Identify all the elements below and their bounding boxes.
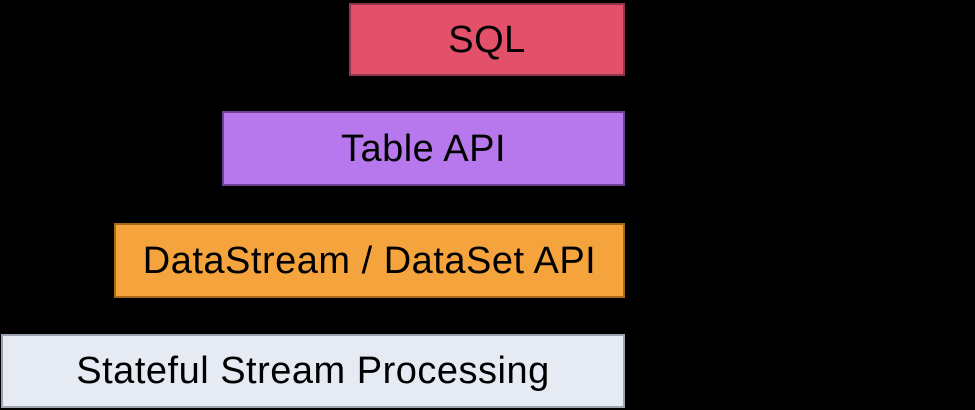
layer-box-table-api: Table API (222, 111, 625, 186)
layer-label-table-api: Table API (340, 127, 507, 170)
layer-box-datastream-dataset-api: DataStream / DataSet API (114, 223, 625, 298)
layer-label-stateful-stream-processing: Stateful Stream Processing (76, 350, 550, 392)
layer-label-datastream-dataset-api: DataStream / DataSet API (142, 239, 597, 282)
layer-box-stateful-stream-processing: Stateful Stream Processing (1, 334, 625, 408)
layer-label-sql: SQL (448, 18, 526, 61)
layer-box-sql: SQL (349, 3, 625, 76)
